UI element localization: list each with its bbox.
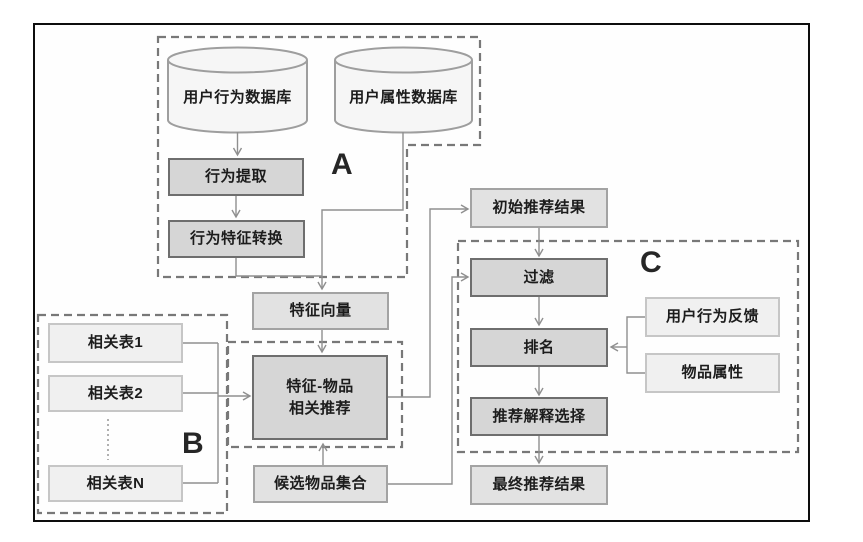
node-behavior-extraction: 行为提取 (168, 158, 304, 196)
section-b-label: B (182, 427, 205, 460)
arrow-candidate-to-filter (388, 272, 470, 485)
node-user-behavior-feedback: 用户行为反馈 (645, 297, 780, 337)
section-b-outline (36, 313, 229, 515)
behavior-db-cylinder-icon (167, 46, 308, 134)
line-feedback-out (626, 316, 645, 347)
node-explanation-selection: 推荐解释选择 (470, 397, 608, 436)
section-c-outline (456, 239, 800, 454)
feature-item-line2: 相关推荐 (288, 399, 351, 417)
line-conversion-junction (235, 258, 322, 277)
attribute-db-label: 用户属性数据库 (349, 89, 458, 106)
feature-item-line1: 特征-物品 (286, 377, 354, 395)
section-c-label: C (640, 246, 663, 279)
node-ranking: 排名 (470, 328, 608, 367)
feature-item-dashed-outline (226, 340, 404, 449)
node-related-table-2: 相关表2 (48, 375, 183, 412)
node-feature-vector: 特征向量 (252, 292, 389, 330)
node-related-table-n: 相关表N (48, 465, 183, 502)
node-initial-recommendation: 初始推荐结果 (470, 188, 608, 228)
behavior-db-label: 用户行为数据库 (183, 89, 292, 106)
node-candidate-item-set: 候选物品集合 (253, 465, 388, 503)
node-final-recommendation: 最终推荐结果 (470, 465, 608, 505)
section-a-outline (156, 35, 482, 279)
node-behavior-feature-conversion: 行为特征转换 (168, 220, 305, 258)
arrow-attributedb-to-featurevector (317, 132, 404, 291)
line-itemattr-out (626, 347, 645, 374)
node-related-table-1: 相关表1 (48, 323, 183, 363)
attribute-db-cylinder-icon (334, 46, 473, 134)
section-a-label: A (331, 148, 354, 181)
node-feature-item-recommendation: 特征-物品 相关推荐 (252, 355, 388, 440)
arrow-featureitem-to-initial (388, 204, 470, 398)
node-filter: 过滤 (470, 258, 608, 297)
node-item-attributes: 物品属性 (645, 353, 780, 393)
